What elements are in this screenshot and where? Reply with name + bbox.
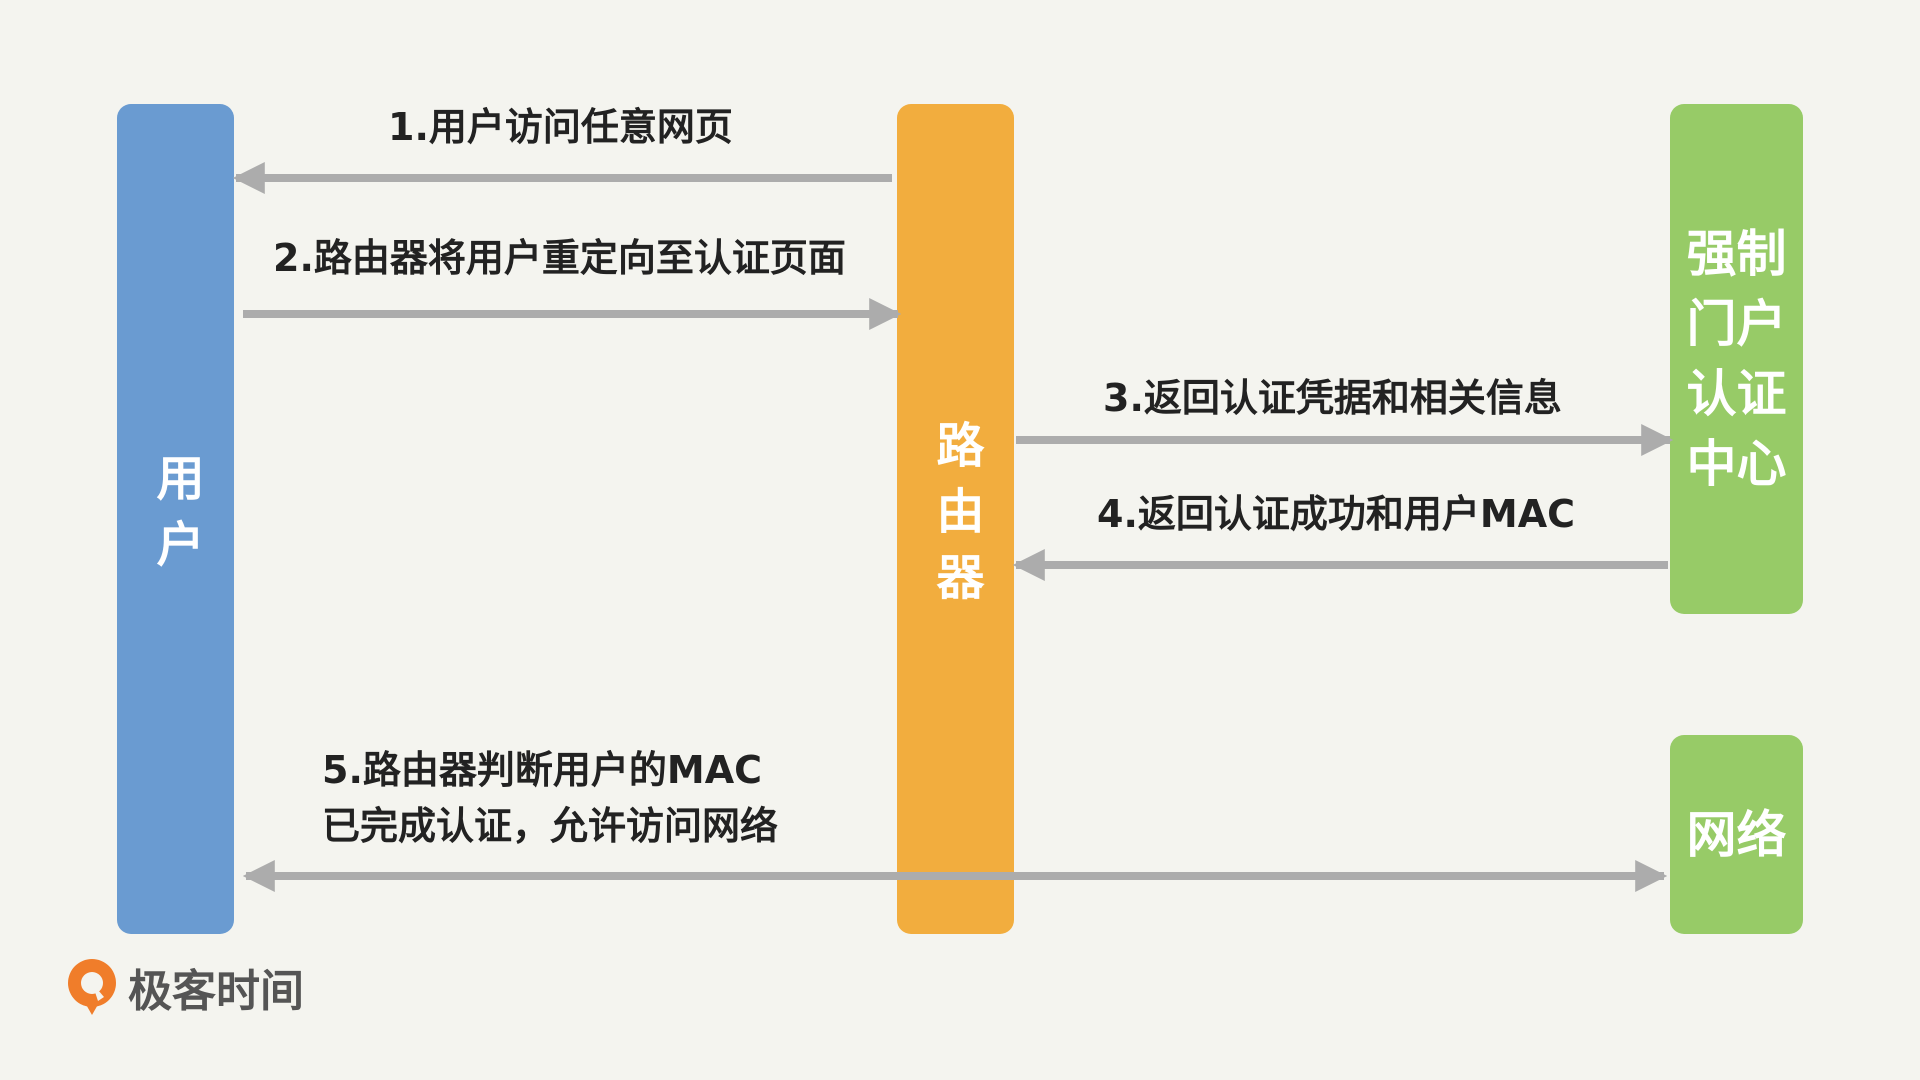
step-2-label: 2.路由器将用户重定向至认证页面 <box>273 236 846 280</box>
geektime-logo-icon <box>68 959 116 1015</box>
portal-lane: 强制门户认证中心 <box>1670 104 1803 614</box>
portal-lane-label: 强制门户认证中心 <box>1686 225 1787 493</box>
step-3-label: 3.返回认证凭据和相关信息 <box>1103 376 1562 420</box>
network-lane-label: 网络 <box>1686 805 1787 864</box>
router-lane: 路由器 <box>897 104 1014 934</box>
user-lane: 用户 <box>117 104 234 934</box>
network-lane: 网络 <box>1670 735 1803 934</box>
brand-name: 极客时间 <box>128 966 304 1017</box>
step-5-label: 5.路由器判断用户的MAC 已完成认证，允许访问网络 <box>322 748 779 848</box>
step-1-label: 1.用户访问任意网页 <box>388 105 733 149</box>
step-4-label: 4.返回认证成功和用户MAC <box>1097 492 1575 536</box>
brand-logo: 极客时间 <box>64 955 304 1019</box>
router-lane-label: 路由器 <box>927 420 984 618</box>
user-lane-label: 用户 <box>147 453 204 585</box>
